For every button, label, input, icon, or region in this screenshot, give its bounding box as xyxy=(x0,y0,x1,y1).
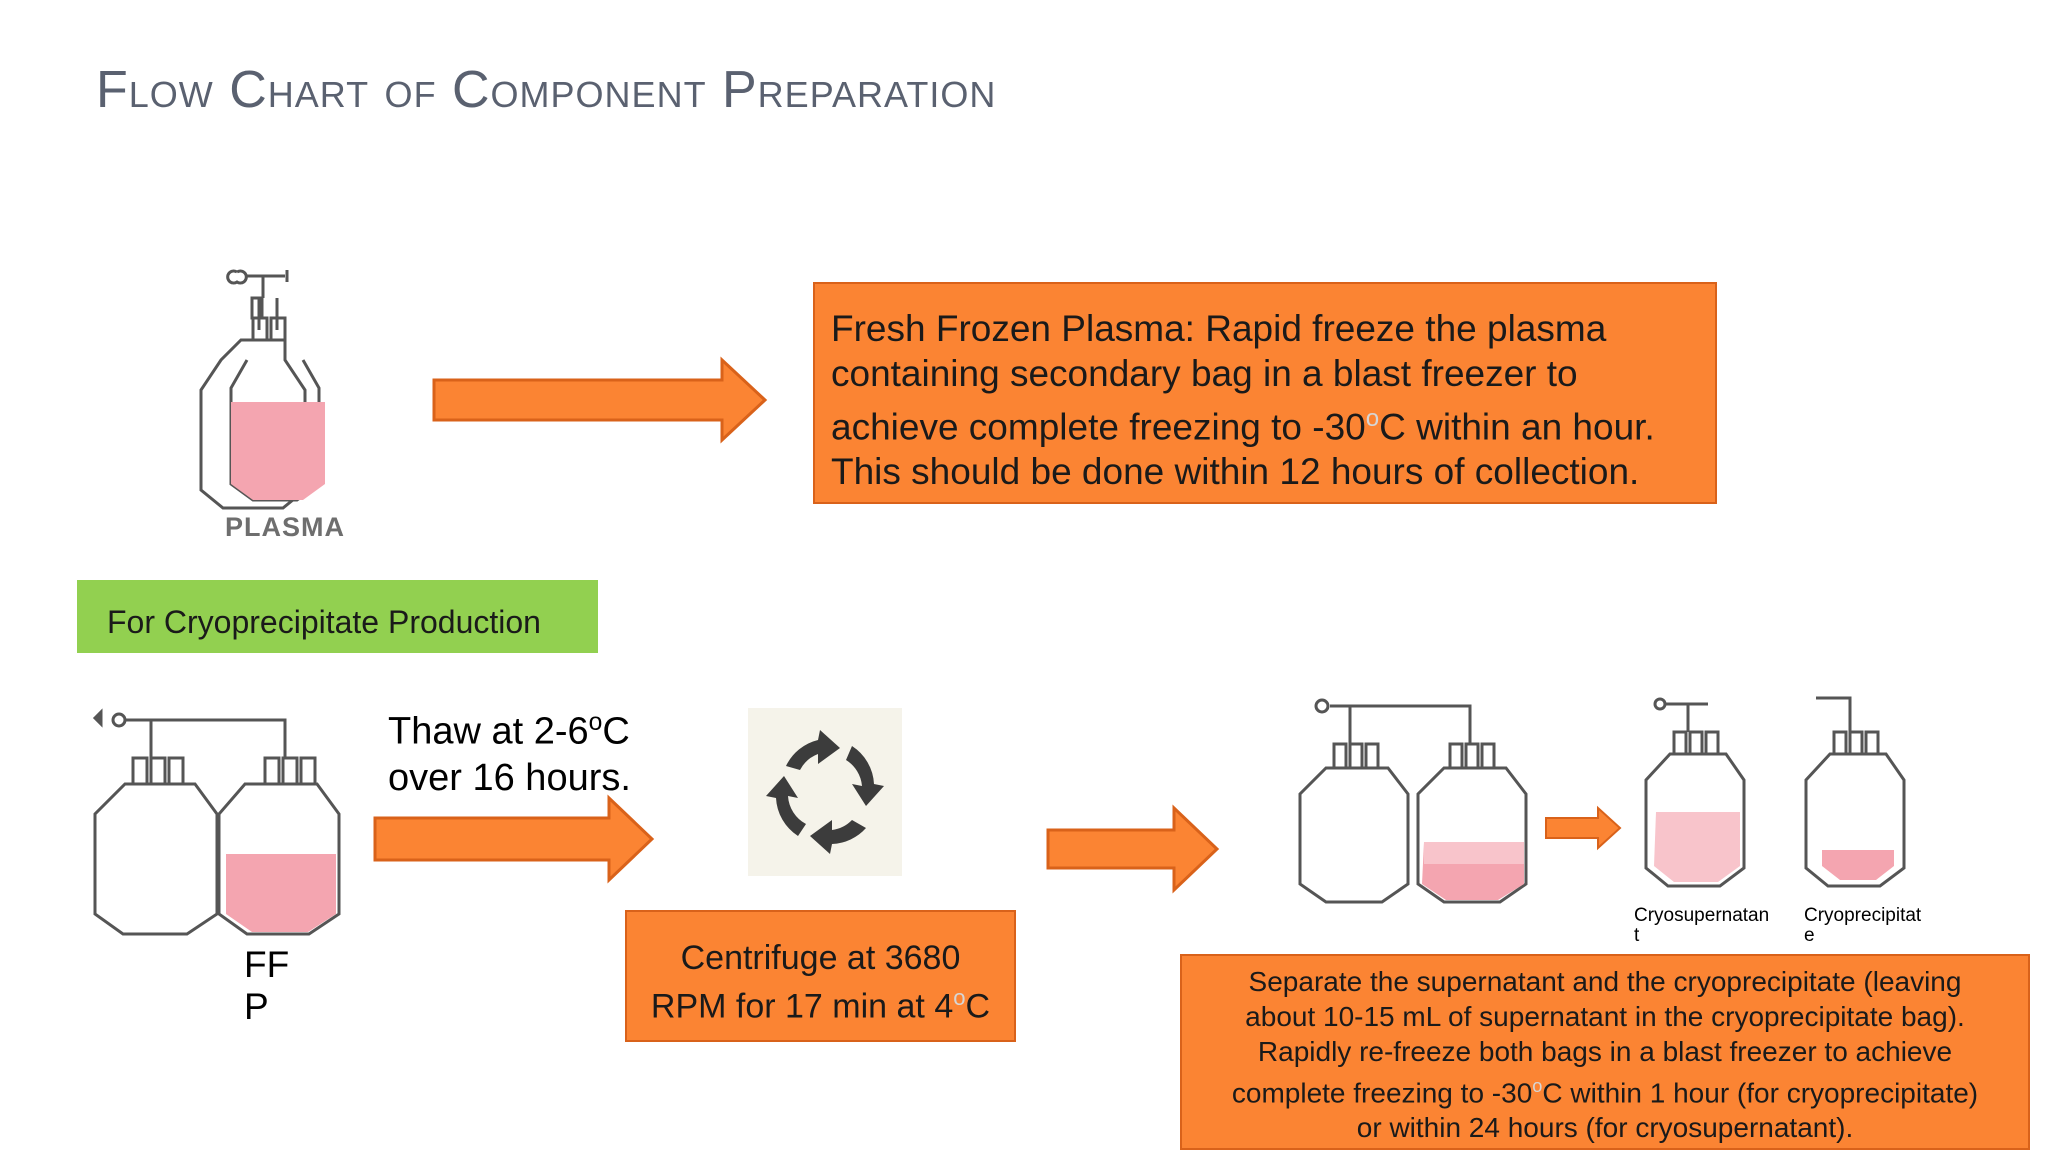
thaw-line-2: over 16 hours. xyxy=(388,756,631,799)
separate-instructions-box: Separate the supernatant and the cryopre… xyxy=(1180,954,2030,1150)
arrow-right-icon xyxy=(1046,804,1220,894)
centrifuge-line-2: RPM for 17 min at 4oC xyxy=(650,985,991,1026)
thaw-instruction: Thaw at 2-6oC over 16 hours. xyxy=(388,700,631,801)
separate-line-1: Separate the supernatant and the cryopre… xyxy=(1248,966,1962,997)
plasma-bag-icon xyxy=(199,269,325,510)
separate-line-2: about 10-15 mL of supernatant in the cry… xyxy=(1245,1001,1965,1032)
degree-symbol: o xyxy=(953,985,966,1010)
cryosupernatant-label: Cryosupernatan t xyxy=(1634,905,1770,946)
arrow-right-icon xyxy=(1545,805,1622,851)
thaw-line-1: Thaw at 2-6oC xyxy=(388,709,630,753)
double-bag-icon xyxy=(1298,698,1528,904)
degree-symbol: o xyxy=(1532,1076,1543,1096)
fresh-frozen-line-2: containing secondary bag in a blast free… xyxy=(831,353,1578,394)
cryosupernatant-bag-icon xyxy=(1644,697,1746,888)
centrifuge-box: Centrifuge at 3680 RPM for 17 min at 4oC xyxy=(625,910,1016,1042)
ffp-label: FF P xyxy=(244,944,290,1027)
arrow-right-icon xyxy=(373,794,655,884)
fresh-frozen-plasma-box: Fresh Frozen Plasma: Rapid freeze the pl… xyxy=(813,282,1717,504)
fresh-frozen-line-4: This should be done within 12 hours of c… xyxy=(831,451,1640,493)
centrifuge-line-1: Centrifuge at 3680 xyxy=(680,939,961,977)
plasma-label: PLASMA xyxy=(225,512,345,542)
degree-symbol: o xyxy=(588,709,603,736)
fresh-frozen-line-1: Fresh Frozen Plasma: Rapid freeze the pl… xyxy=(831,308,1607,349)
arrow-right-icon xyxy=(432,356,768,444)
separate-line-5: or within 24 hours (for cryosupernatant)… xyxy=(1356,1112,1854,1144)
separate-line-3: Rapidly re-freeze both bags in a blast f… xyxy=(1257,1036,1953,1067)
fresh-frozen-line-3: achieve complete freezing to -30oC withi… xyxy=(831,405,1655,448)
separate-line-4: complete freezing to -30oC within 1 hour… xyxy=(1231,1076,1979,1109)
page-title: Flow Chart of Component Preparation xyxy=(96,61,997,119)
cryoprecipitate-bag-icon xyxy=(1804,696,1906,888)
cryoprecipitate-production-banner: For Cryoprecipitate Production xyxy=(77,580,598,653)
cryoprecipitate-label: Cryoprecipitat e xyxy=(1804,905,1922,946)
centrifuge-cycle-icon xyxy=(748,708,902,876)
degree-symbol: o xyxy=(1365,405,1380,432)
double-bag-icon xyxy=(92,708,341,936)
